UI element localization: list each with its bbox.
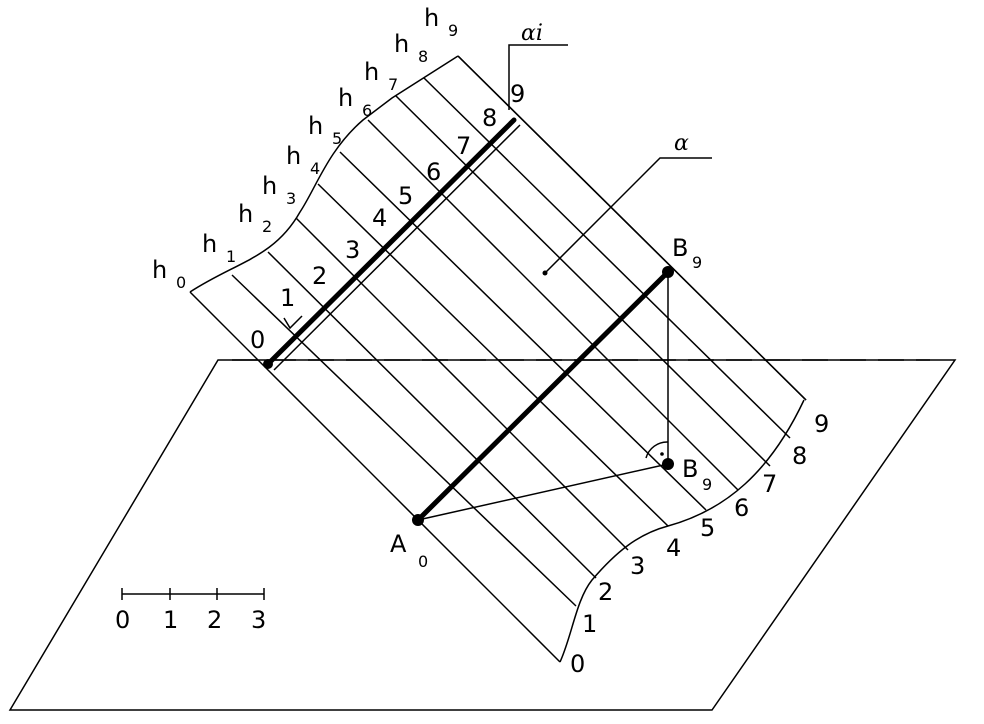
h-label-5: h — [308, 112, 323, 140]
point-zero-dot — [263, 359, 273, 369]
strip-line-6 — [367, 119, 739, 491]
alpha-i-leader — [508, 44, 568, 110]
h-sub-7: 7 — [388, 75, 398, 94]
h-sub-5: 5 — [332, 129, 342, 148]
right-edge — [457, 55, 807, 401]
label-b-top-sub: 9 — [692, 253, 702, 272]
upper-number-9: 9 — [510, 80, 525, 108]
lower-number-7: 7 — [762, 470, 777, 498]
alpha-leader-dot — [542, 270, 548, 276]
strip-line-1 — [231, 274, 577, 607]
label-b-proj-sub: 9 — [702, 475, 712, 494]
h-label-1: h — [202, 230, 217, 258]
lower-number-1: 1 — [582, 610, 597, 638]
h-label-4: h — [286, 142, 301, 170]
scale-label-1: 1 — [163, 606, 178, 634]
h-label-2: h — [238, 200, 253, 228]
strip-line-7 — [395, 95, 771, 467]
h-sub-8: 8 — [418, 47, 428, 66]
lower-number-3: 3 — [630, 552, 645, 580]
label-a: A — [390, 530, 407, 558]
upper-number-8: 8 — [482, 104, 497, 132]
upper-number-3: 3 — [345, 236, 360, 264]
h-label-3: h — [262, 172, 277, 200]
left-curve-edge — [189, 55, 459, 293]
strip-line-3 — [295, 217, 629, 551]
h-label-9: h — [424, 4, 439, 32]
lower-number-6: 6 — [734, 494, 749, 522]
upper-number-7: 7 — [456, 132, 471, 160]
label-b-proj: B — [682, 455, 698, 483]
line-a0-b9 — [415, 269, 671, 523]
label-b-top: B — [672, 234, 688, 262]
h-label-6: h — [338, 84, 353, 112]
scale-label-0: 0 — [115, 606, 130, 634]
h-sub-9: 9 — [448, 21, 458, 40]
upper-number-4: 4 — [372, 204, 387, 232]
scale-label-2: 2 — [207, 606, 222, 634]
scale-label-3: 3 — [251, 606, 266, 634]
upper-number-1: 1 — [280, 284, 295, 312]
h-sub-3: 3 — [286, 189, 296, 208]
upper-number-0: 0 — [250, 326, 265, 354]
alpha-i-line-thin — [273, 124, 521, 371]
point-b9-projection — [662, 458, 674, 470]
strip-line-5 — [339, 151, 707, 511]
lower-number-5: 5 — [700, 514, 715, 542]
h-sub-2: 2 — [262, 217, 272, 236]
h-label-7: h — [364, 58, 379, 86]
h-sub-6: 6 — [362, 101, 372, 120]
upper-number-6: 6 — [426, 158, 441, 186]
h-label-0: h — [152, 256, 167, 284]
strip-line-2 — [267, 251, 597, 579]
h-label-8: h — [394, 30, 409, 58]
lower-number-4: 4 — [666, 534, 681, 562]
label-a-sub: 0 — [418, 552, 428, 571]
lower-number-0: 0 — [570, 650, 585, 678]
lower-number-2: 2 — [598, 578, 613, 606]
h-sub-0: 0 — [176, 273, 186, 292]
right-angle-marker — [283, 315, 303, 330]
bottom-curve-edge — [559, 399, 805, 663]
alpha-i-line — [265, 117, 517, 367]
alpha-leader — [544, 157, 712, 274]
h-sub-1: 1 — [226, 247, 236, 266]
right-angle-arc — [645, 441, 669, 459]
alpha-label: α — [674, 131, 689, 156]
lower-number-9: 9 — [814, 410, 829, 438]
strip-line-0 — [189, 291, 561, 663]
strip-line-4 — [317, 183, 669, 527]
lower-number-8: 8 — [792, 442, 807, 470]
alpha-i-label: αi — [521, 21, 543, 46]
horizontal-projection-line — [417, 463, 669, 521]
slope-strips — [189, 55, 807, 663]
strip-line-8 — [423, 77, 791, 439]
upper-number-5: 5 — [398, 182, 413, 210]
scale-bar: 0 1 2 3 — [115, 588, 266, 634]
upper-number-2: 2 — [312, 262, 327, 290]
h-sub-4: 4 — [310, 159, 320, 178]
arc-dot — [660, 452, 664, 456]
